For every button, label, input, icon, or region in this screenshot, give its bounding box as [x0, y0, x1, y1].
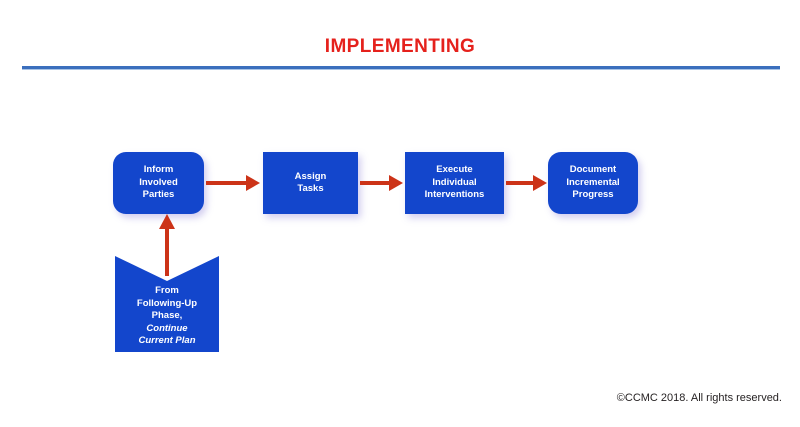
process-box-label: Inform Involved Parties [115, 164, 202, 202]
process-box-line: Interventions [424, 189, 485, 201]
entry-shape-line: Following-Up [136, 297, 198, 309]
process-box-label: Assign Tasks [265, 171, 356, 196]
connector-arrow-right-3 [506, 175, 547, 191]
connector-arrow-right-1 [206, 175, 260, 191]
page-title: IMPLEMENTING [324, 36, 476, 57]
arrow-shaft [165, 228, 169, 276]
process-box-line: Parties [142, 189, 175, 201]
process-box-inform-involved-parties[interactable]: Inform Involved Parties [113, 152, 204, 214]
entry-shape-line: Phase, [151, 310, 183, 321]
entry-shape-line: From [155, 285, 179, 296]
title-divider-rule [22, 66, 780, 70]
process-box-line: Document [569, 164, 617, 176]
arrow-shaft [360, 181, 391, 185]
process-box-label: Document Incremental Progress [550, 164, 636, 202]
connector-arrow-up [159, 214, 175, 276]
process-box-execute-individual-interventions[interactable]: Execute Individual Interventions [405, 152, 504, 214]
process-box-line: Assign [294, 170, 327, 182]
entry-shape-line-italic: Continue [146, 322, 188, 334]
process-box-line: Tasks [297, 183, 324, 194]
process-box-assign-tasks[interactable]: Assign Tasks [263, 152, 358, 214]
process-box-document-incremental-progress[interactable]: Document Incremental Progress [548, 152, 638, 214]
arrow-head-icon [246, 175, 260, 191]
entry-shape-line-italic: Current Plan [138, 335, 196, 346]
entry-shape-label: From Following-Up Phase, Continue Curren… [115, 285, 219, 348]
entry-shape-from-following-up-phase[interactable]: From Following-Up Phase, Continue Curren… [115, 256, 219, 352]
process-box-line: Involved [139, 176, 178, 188]
process-box-line: Progress [572, 189, 614, 201]
process-box-line: Incremental [566, 176, 620, 188]
arrow-head-icon [159, 214, 175, 229]
arrow-head-icon [389, 175, 403, 191]
arrow-head-icon [533, 175, 547, 191]
process-box-label: Execute Individual Interventions [407, 164, 502, 202]
process-box-line: Individual [432, 176, 477, 188]
connector-arrow-right-2 [360, 175, 403, 191]
arrow-shaft [206, 181, 248, 185]
process-box-line: Inform [143, 164, 174, 176]
process-box-line: Execute [436, 164, 473, 176]
arrow-shaft [506, 181, 535, 185]
copyright-footer: ©CCMC 2018. All rights reserved. [616, 392, 782, 404]
